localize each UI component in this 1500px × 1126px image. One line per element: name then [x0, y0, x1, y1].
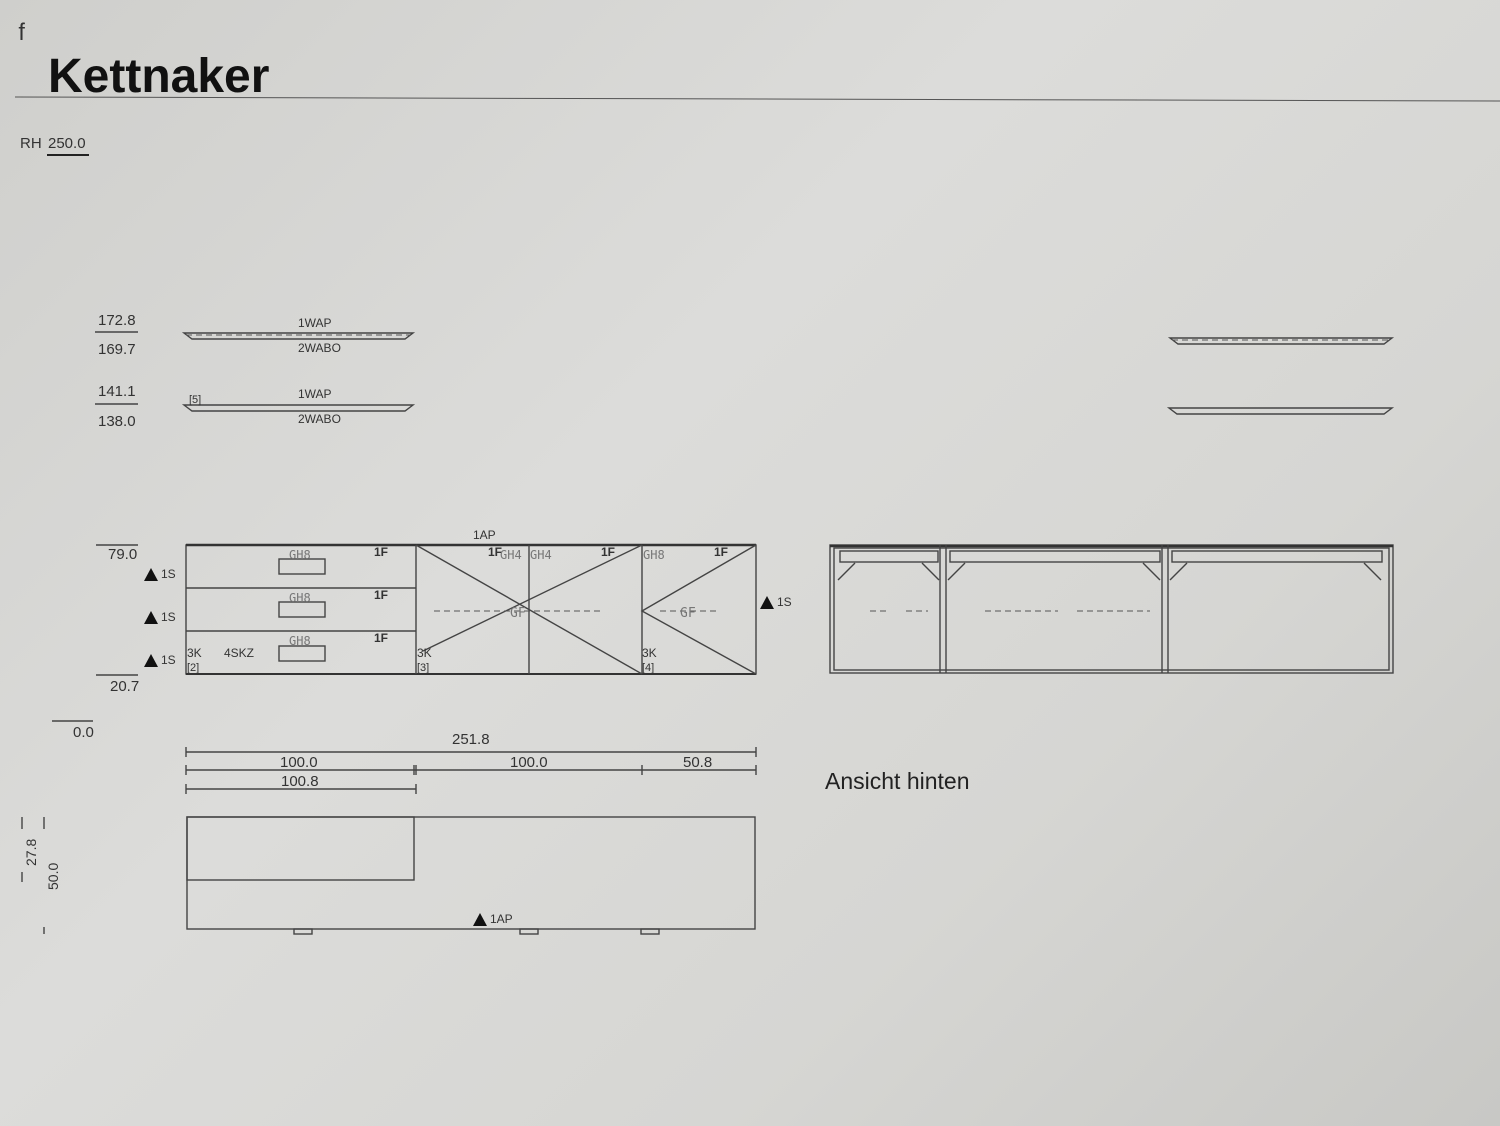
shelf-marker: GF: [680, 606, 696, 621]
room-height-value: 250.0: [48, 135, 86, 152]
unit-code: 3K: [642, 646, 657, 660]
drawer-front: 1F: [374, 631, 388, 645]
door-handle: GH4: [500, 548, 522, 562]
drawer-handle: GH8: [289, 591, 311, 605]
unit-label: 4SKZ: [224, 646, 254, 660]
drawer-handle: GH8: [289, 634, 311, 648]
dimension-lines: 251.8 100.0 100.0 50.8 100.8: [185, 731, 757, 794]
drawer-front: 1F: [374, 545, 388, 559]
unit-index: [2]: [187, 662, 199, 674]
door-front: 1F: [488, 545, 502, 559]
cabinet-top-label: 1AP: [473, 528, 496, 542]
dim-sub1: 100.8: [281, 773, 319, 790]
shelf-height-top: 141.1: [98, 383, 136, 400]
drawer-front: 1F: [374, 588, 388, 602]
dim-seg2: 100.0: [510, 754, 548, 771]
cabinet-top-height: 79.0: [108, 546, 137, 563]
rear-view: Ansicht hinten: [825, 544, 1394, 794]
drawer-handle: GH8: [289, 548, 311, 562]
front-cabinet: 79.0 20.7 0.0 1AP GH8 1F GH8 1F GH8 1F 3…: [52, 528, 792, 741]
svg-text:1S: 1S: [161, 567, 176, 581]
plan-view: 1AP 27.8 50.0: [21, 816, 756, 935]
door-handle: GH4: [530, 548, 552, 562]
triangle-icon: [144, 568, 158, 581]
dim-seg1: 100.0: [280, 754, 318, 771]
svg-text:1S: 1S: [777, 595, 792, 609]
shelf-label-bottom: 2WABO: [298, 412, 341, 426]
dim-total: 251.8: [452, 731, 490, 748]
unit-index: [3]: [417, 662, 429, 674]
shelf-height-bottom: 138.0: [98, 413, 136, 430]
cabinet-bottom-height: 20.7: [110, 678, 139, 695]
side-marker: 1S: [760, 595, 792, 609]
triangle-icon: [144, 654, 158, 667]
unit-code: 3K: [417, 646, 432, 660]
rear-upper-shelves: [1166, 337, 1395, 415]
floor-height: 0.0: [73, 724, 94, 741]
header-rule: [14, 96, 1500, 102]
triangle-icon: [144, 611, 158, 624]
upper-shelf-1: 172.8 169.7 1WAP 2WABO: [95, 312, 416, 358]
shelf-label-top: 1WAP: [298, 387, 332, 401]
door-front: 1F: [714, 545, 728, 559]
plan-depth-2: 50.0: [45, 863, 61, 890]
shelf-tag: [5]: [189, 394, 201, 406]
brand-logo: Kettnaker: [48, 50, 269, 103]
plan-label: 1AP: [490, 912, 513, 926]
shelf-height-bottom: 169.7: [98, 341, 136, 358]
shelf-marker: GF: [510, 606, 526, 621]
svg-text:1S: 1S: [161, 653, 176, 667]
side-marker: 1S: [144, 610, 176, 624]
svg-text:1S: 1S: [161, 610, 176, 624]
shelf-height-top: 172.8: [98, 312, 136, 329]
unit-code: 3K: [187, 646, 202, 660]
shelf-label-top: 1WAP: [298, 316, 332, 330]
dim-seg3: 50.8: [683, 754, 712, 771]
pen-mark: ᶠ: [18, 18, 26, 56]
triangle-icon: [473, 913, 487, 926]
plan-depth-1: 27.8: [23, 839, 39, 866]
door-handle: GH8: [643, 548, 665, 562]
rear-view-title: Ansicht hinten: [825, 768, 969, 794]
room-height-label: RH: [20, 135, 42, 152]
side-marker: 1S: [144, 567, 176, 581]
upper-shelf-2: 141.1 138.0 [5] 1WAP 2WABO: [95, 383, 416, 430]
side-marker: 1S: [144, 653, 176, 667]
shelf-label-bottom: 2WABO: [298, 341, 341, 355]
triangle-icon: [760, 596, 774, 609]
door-front: 1F: [601, 545, 615, 559]
unit-index: [4]: [642, 662, 654, 674]
